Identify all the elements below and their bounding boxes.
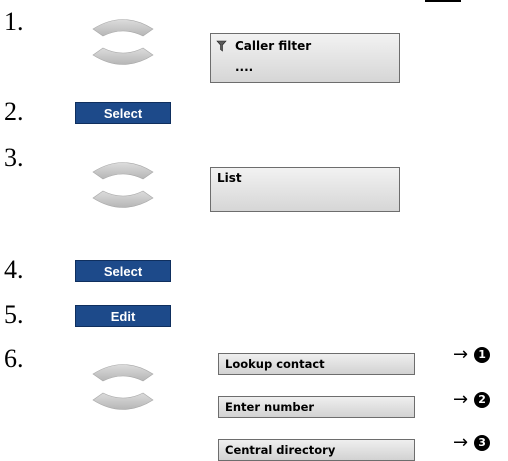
step-6-number: 6. (4, 344, 24, 373)
navigation-key-icon[interactable] (91, 14, 155, 70)
step-2-number: 2. (4, 97, 24, 126)
caller-filter-icon (216, 39, 227, 52)
screen-title: Caller filter (235, 39, 312, 53)
navigation-key-icon[interactable] (91, 359, 155, 415)
step-4-number: 4. (4, 255, 24, 284)
callout-2: → 2 (453, 389, 491, 410)
screen-value: .... (235, 60, 254, 74)
arrow-right-icon: → (453, 432, 469, 453)
arrow-right-icon: → (453, 344, 469, 365)
menu-item-lookup-contact[interactable]: Lookup contact (218, 353, 415, 375)
step-5-number: 5. (4, 300, 24, 329)
reference-number: 3 (474, 435, 491, 451)
callout-1: → 1 (453, 344, 491, 365)
header-rule (425, 0, 461, 2)
callout-3: → 3 (453, 432, 491, 453)
reference-number: 2 (474, 392, 491, 408)
select-button[interactable]: Select (75, 260, 171, 282)
edit-button[interactable]: Edit (75, 305, 171, 327)
step-3-number: 3. (4, 143, 24, 172)
screen-title: List (217, 171, 242, 185)
step-1-number: 1. (4, 7, 24, 36)
menu-item-enter-number[interactable]: Enter number (218, 396, 415, 418)
select-button[interactable]: Select (75, 102, 171, 124)
reference-number: 1 (474, 347, 491, 363)
list-screen: List (210, 167, 400, 212)
menu-item-central-directory[interactable]: Central directory (218, 439, 415, 461)
arrow-right-icon: → (453, 389, 469, 410)
navigation-key-icon[interactable] (91, 157, 155, 213)
caller-filter-screen: Caller filter .... (210, 33, 400, 83)
